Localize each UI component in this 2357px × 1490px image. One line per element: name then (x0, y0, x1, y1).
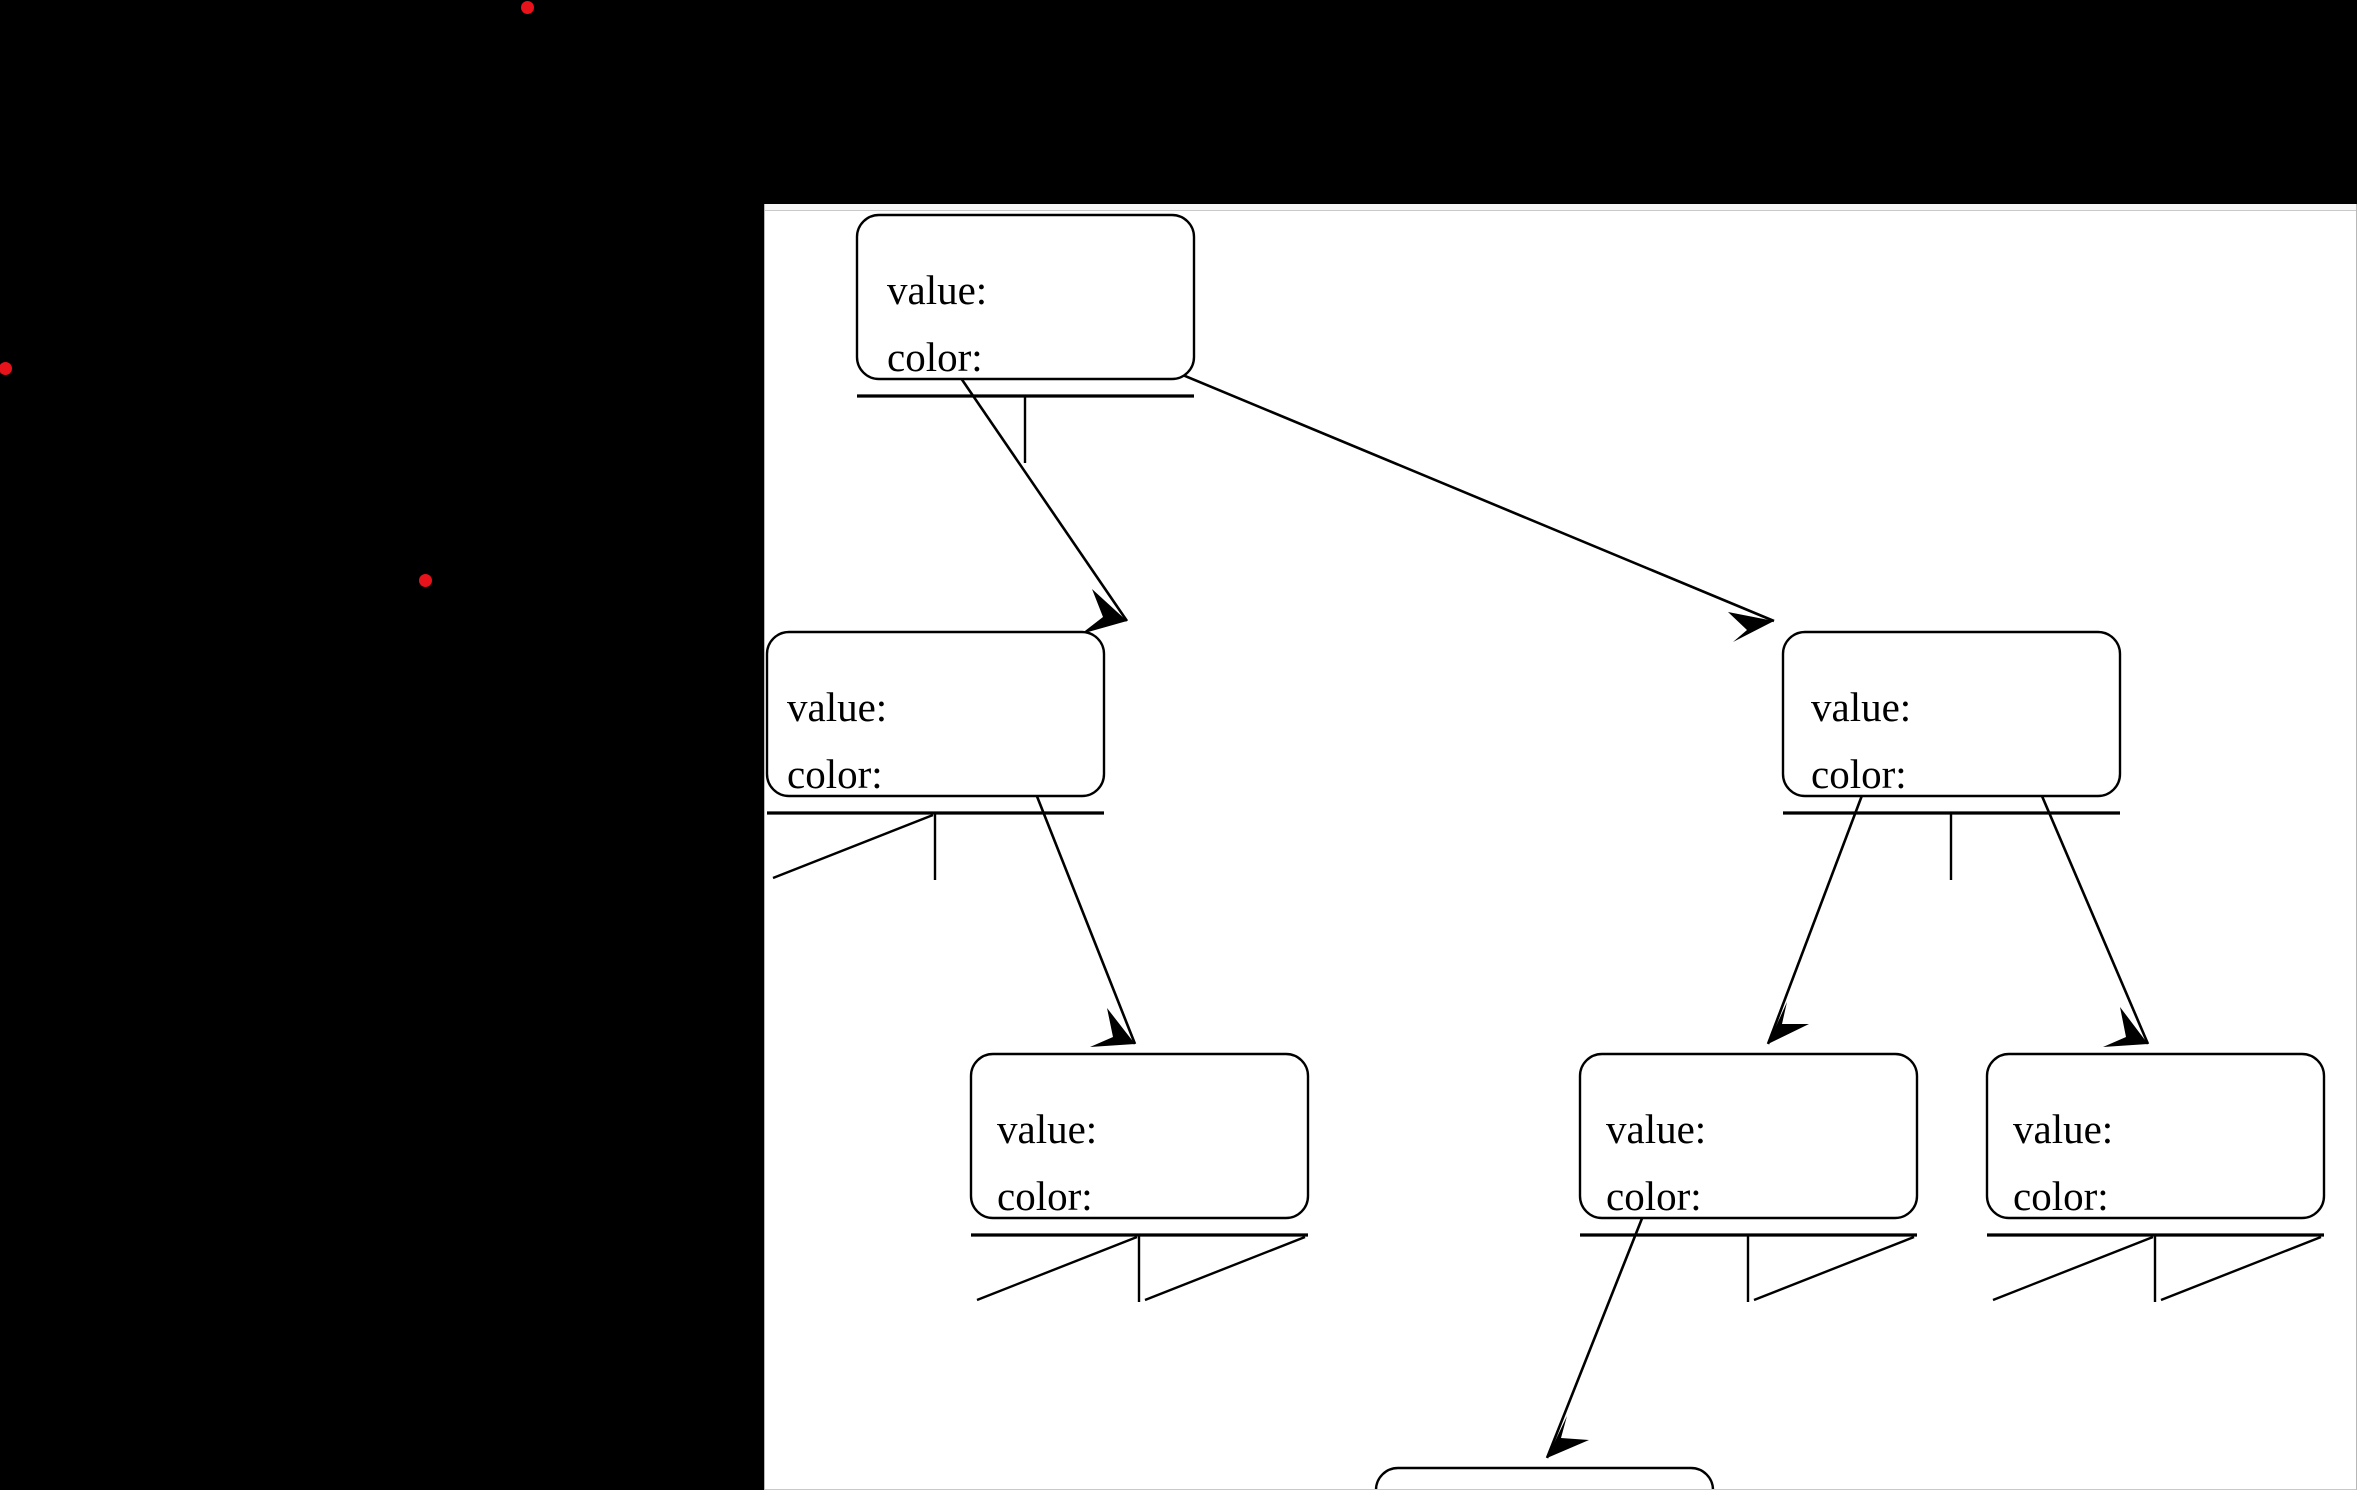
null-slash-right (1753, 1235, 1915, 1302)
node-right-left-grandchild-value-label: value: (1606, 1106, 1706, 1152)
node-root[interactable]: value: color: (855, 213, 1196, 463)
edge-right-child-to-left-grandchild (1766, 760, 1877, 1045)
node-left-right-grandchild[interactable]: value: color: (969, 1052, 1310, 1302)
null-slash-right (1144, 1235, 1306, 1302)
node-deep-leaf[interactable]: value: color: (1374, 1466, 1715, 1490)
panel-top-strip (765, 204, 2356, 211)
node-right-right-grandchild-value-label: value: (2013, 1106, 2113, 1152)
node-right-child-value-label: value: (1811, 684, 1911, 730)
edge-left-child-to-grandchild (1021, 760, 1137, 1047)
node-right-left-grandchild[interactable]: value: color: (1578, 1052, 1919, 1302)
node-right-child[interactable]: value: color: (1781, 630, 2122, 880)
node-left-child-color-label: color: (787, 751, 883, 797)
node-right-right-grandchild-color-label: color: (2013, 1173, 2109, 1219)
edge-root-to-left-child (937, 345, 1129, 634)
null-slash-left (772, 813, 934, 880)
diagram-viewport[interactable]: value: color: value: color: value: (764, 204, 2357, 1490)
edge-grandchild-to-deep-leaf (1545, 1172, 1662, 1459)
node-right-child-color-label: color: (1811, 751, 1907, 797)
node-root-color-label: color: (887, 334, 983, 380)
node-right-right-grandchild[interactable]: value: color: (1985, 1052, 2326, 1302)
node-left-child[interactable]: value: color: (765, 630, 1106, 880)
node-right-left-grandchild-color-label: color: (1606, 1173, 1702, 1219)
node-left-right-grandchild-color-label: color: (997, 1173, 1093, 1219)
null-slash-left (1992, 1235, 2154, 1302)
node-left-right-grandchild-value-label: value: (997, 1106, 1097, 1152)
marker-dot-2 (0, 362, 12, 375)
null-slash-right (2160, 1235, 2322, 1302)
binary-tree-diagram[interactable]: value: color: value: color: value: (765, 211, 2357, 1490)
node-left-child-value-label: value: (787, 684, 887, 730)
edge-right-child-to-right-grandchild (2025, 760, 2150, 1047)
null-slash-left (976, 1235, 1138, 1302)
marker-dot-1 (521, 1, 534, 14)
node-root-value-label: value: (887, 267, 987, 313)
edge-root-to-right-child (1112, 344, 1775, 642)
marker-dot-3 (419, 574, 432, 587)
